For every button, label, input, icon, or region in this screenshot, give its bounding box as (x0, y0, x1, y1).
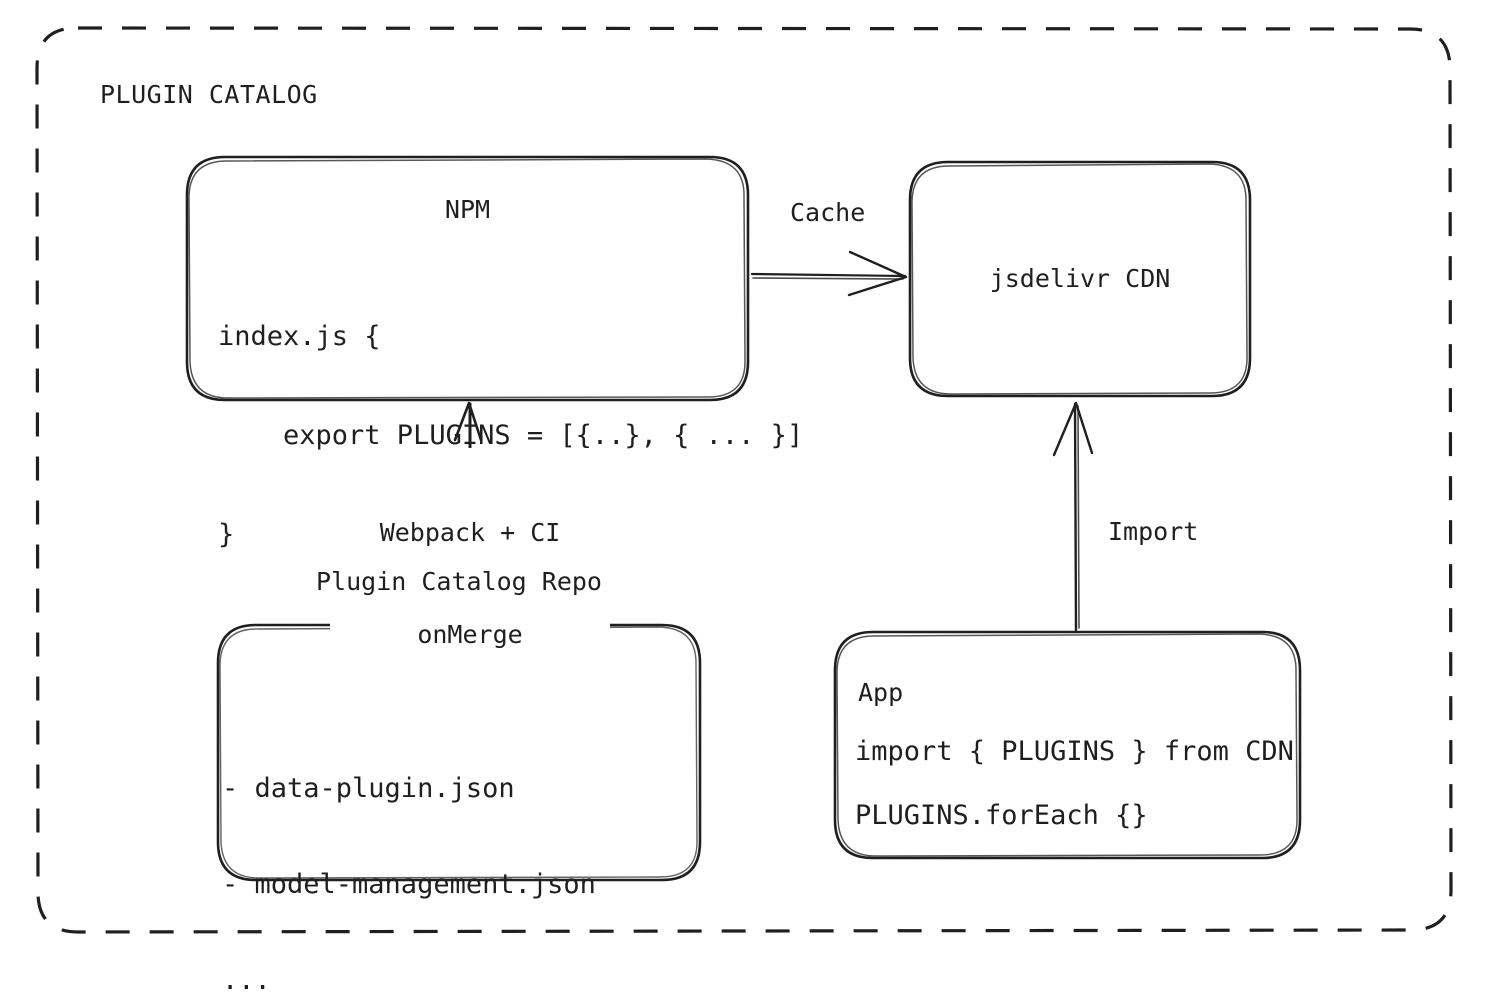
edge-label-webpack-line-2: onMerge (417, 620, 523, 649)
repo-list-item: - model-management.json (222, 869, 596, 900)
edge-label-webpack-line-1: Webpack + CI (379, 518, 561, 547)
plugin-catalog-group-border (35, 26, 1453, 934)
app-node-title: App (858, 678, 904, 707)
edge-cache-arrow (750, 250, 908, 297)
app-code-line-1: import { PLUGINS } from CDN (855, 736, 1294, 767)
page-title: PLUGIN CATALOG (100, 80, 318, 109)
npm-node-shape (185, 155, 750, 402)
npm-code-line-2: export PLUGINS = [{..}, { ... }] (218, 420, 804, 451)
npm-code-block: index.js { export PLUGINS = [{..}, { ...… (218, 254, 803, 617)
edge-label-import: Import (1108, 517, 1199, 546)
repo-file-list: - data-plugin.json - model-management.js… (222, 709, 596, 1002)
npm-code-line-1: index.js { (218, 321, 381, 352)
app-code-line-2: PLUGINS.forEach {} (855, 800, 1148, 831)
edge-import-arrow (1052, 401, 1094, 632)
repo-list-item: - data-plugin.json (222, 773, 515, 804)
cdn-node-shape (908, 160, 1252, 398)
npm-node-title: NPM (444, 195, 491, 224)
edge-label-cache: Cache (790, 198, 866, 227)
edge-label-webpack: Webpack + CI onMerge (330, 448, 610, 720)
repo-list-item: ... (222, 965, 271, 996)
npm-code-line-3: } (218, 519, 235, 550)
cdn-node-title: jsdelivr CDN (989, 264, 1171, 293)
repo-node-caption: Plugin Catalog Repo (316, 567, 602, 596)
app-node-shape (833, 630, 1302, 860)
